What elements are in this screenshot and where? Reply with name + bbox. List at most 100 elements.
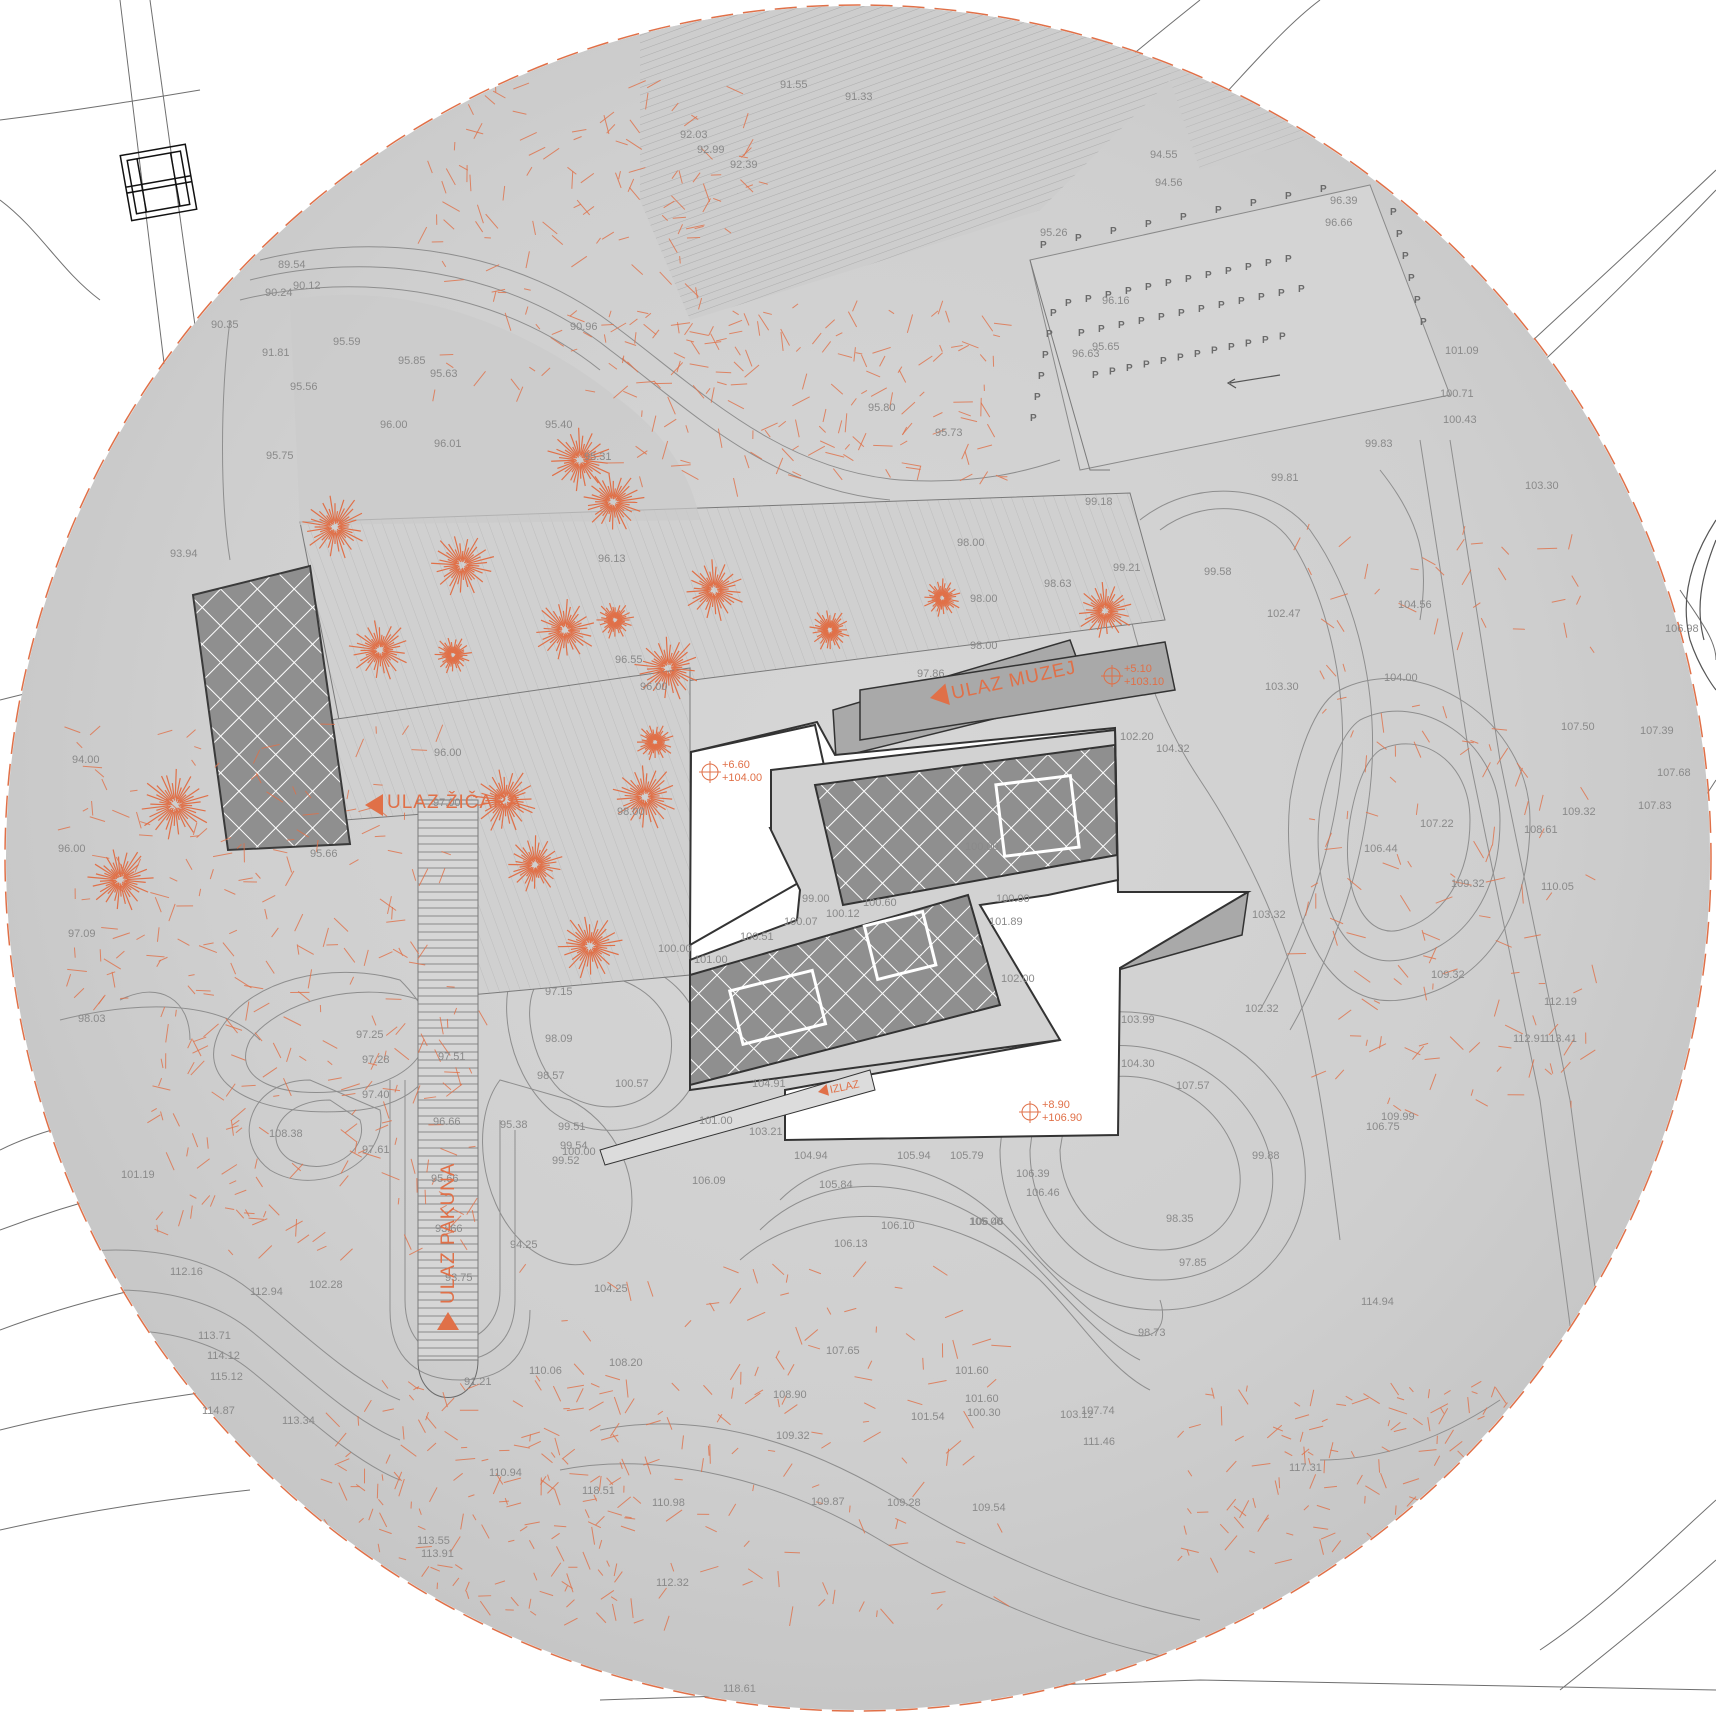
elevation-label: 97.15 [545, 986, 573, 998]
parking-space-icon: P [1042, 350, 1049, 361]
elevation-label: 114.87 [202, 1405, 235, 1417]
parking-space-icon: P [1109, 367, 1116, 378]
elevation-label: 100.12 [826, 908, 860, 920]
elevation-label: 106.09 [692, 1175, 726, 1187]
parking-space-icon: P [1279, 332, 1286, 343]
elevation-label: 96.16 [1102, 295, 1130, 307]
tree-icon [536, 598, 595, 660]
parking-space-icon: P [1177, 353, 1184, 364]
parking-space-icon: P [1265, 258, 1272, 269]
tree-icon [612, 765, 675, 829]
elevation-label: 100.60 [863, 897, 897, 909]
elevation-label: 95.26 [1040, 227, 1068, 239]
hatched-field [640, 6, 1180, 320]
elevation-label: 102.00 [1001, 973, 1035, 985]
parking-space-icon: P [1298, 284, 1305, 295]
elevation-label: 98.35 [1166, 1213, 1194, 1225]
level-marker-south: +8.90 +106.90 [1019, 1099, 1082, 1124]
elevation-label: 118.61 [723, 1683, 756, 1695]
elevation-label: 101.89 [989, 916, 1023, 928]
parking-space-icon: P [1250, 198, 1257, 209]
parking-space-icon: P [1225, 266, 1232, 277]
elevation-label: 99.21 [1113, 562, 1141, 574]
elevation-label: 106.46 [970, 1216, 1004, 1228]
parking-space-icon: P [1110, 226, 1117, 237]
elevation-label: 93.94 [170, 548, 198, 560]
parking-space-icon: P [1180, 212, 1187, 223]
elevation-label: 117.31 [1289, 1462, 1322, 1474]
elevation-label: 108.90 [773, 1389, 807, 1401]
elevation-label: 98.00 [617, 806, 645, 818]
elevation-label: 106.98 [1665, 623, 1699, 635]
elevation-label: 90.24 [265, 287, 293, 299]
parking-space-icon: P [1245, 262, 1252, 273]
elevation-label: 109.99 [1381, 1111, 1415, 1123]
tree-icon [596, 602, 635, 639]
elevation-label: 93.75 [445, 1272, 473, 1284]
tree-canopies [87, 427, 1132, 979]
elevation-label: 96.00 [380, 419, 408, 431]
site-boundary [4, 4, 1712, 1712]
entrance-zicara: ULAZ ŽIČARA [365, 791, 521, 816]
elevation-label: 114.94 [1361, 1296, 1394, 1308]
elevation-label: 112.19 [1544, 996, 1577, 1008]
elevation-label: 112.91 [1513, 1033, 1546, 1045]
tree-icon [508, 835, 563, 892]
elevation-label: 107.68 [1657, 767, 1691, 779]
elevation-label: 94.55 [1150, 149, 1178, 161]
elevation-label: 113.41 [1544, 1033, 1577, 1045]
parking-space-icon: P [1158, 312, 1165, 323]
elevation-label: 103.21 [749, 1126, 783, 1138]
parking-space-icon: P [1030, 413, 1037, 424]
elevation-label: 109.87 [811, 1496, 845, 1508]
elevation-label: 103.30 [1265, 681, 1299, 693]
tree-icon [809, 610, 850, 650]
elevation-label: 113.34 [282, 1415, 315, 1427]
tree-icon [686, 559, 743, 622]
elevation-label: 106.46 [1026, 1187, 1060, 1199]
elevation-label: 101.54 [911, 1411, 945, 1423]
level-marker-west: +6.60 +104.00 [699, 759, 762, 784]
elevation-label: 100.00 [658, 943, 692, 955]
elevation-label: 95.66 [310, 848, 338, 860]
elevation-label: 104.32 [1156, 743, 1190, 755]
elevation-label: 112.16 [170, 1266, 203, 1278]
parking-space-icon: P [1390, 207, 1397, 218]
parking-space-icon: P [1278, 288, 1285, 299]
elevation-label: 96.66 [1325, 217, 1353, 229]
elevation-label: 115.12 [210, 1371, 243, 1383]
tree-icon [1078, 581, 1132, 638]
elevation-label: 100.57 [615, 1078, 649, 1090]
elevation-label: 100.43 [1443, 414, 1477, 426]
elevation-label: 100.00 [996, 893, 1030, 905]
elevation-label: 102.32 [1245, 1003, 1279, 1015]
tree-icon [431, 536, 495, 596]
elevation-label: 94.25 [510, 1239, 538, 1251]
entrance-arrow-icon [437, 1312, 459, 1330]
elevation-label: 98.00 [970, 640, 998, 652]
elevation-label: 98.00 [957, 537, 985, 549]
elevation-label: 99.51 [558, 1121, 586, 1133]
elevation-label: 96.55 [615, 654, 643, 666]
parking-direction-arrow [1226, 374, 1281, 389]
elevation-label: 100.07 [784, 916, 818, 928]
elevation-label: 112.32 [656, 1577, 689, 1589]
parking-space-icon: P [1138, 316, 1145, 327]
museum-glass-roof-north [813, 743, 1119, 907]
elevation-label: 96.66 [433, 1116, 461, 1128]
parking-space-icon: P [1218, 300, 1225, 311]
parking-space-icon: P [1092, 370, 1099, 381]
elevation-label: 108.38 [269, 1128, 303, 1140]
elevation-label: 99.00 [802, 893, 830, 905]
elevation-label: 96.13 [598, 553, 626, 565]
parking-space-icon: P [1205, 270, 1212, 281]
level-south-abs: +106.90 [1042, 1112, 1082, 1124]
elevation-label: 95.31 [584, 451, 612, 463]
entrance-pakuna: ULAZ PAKUNA [437, 1162, 459, 1330]
elevation-label: 104.56 [1398, 599, 1432, 611]
parking-space-icon: P [1034, 392, 1041, 403]
tree-icon [141, 768, 209, 840]
elevation-label: 101.60 [965, 1393, 999, 1405]
